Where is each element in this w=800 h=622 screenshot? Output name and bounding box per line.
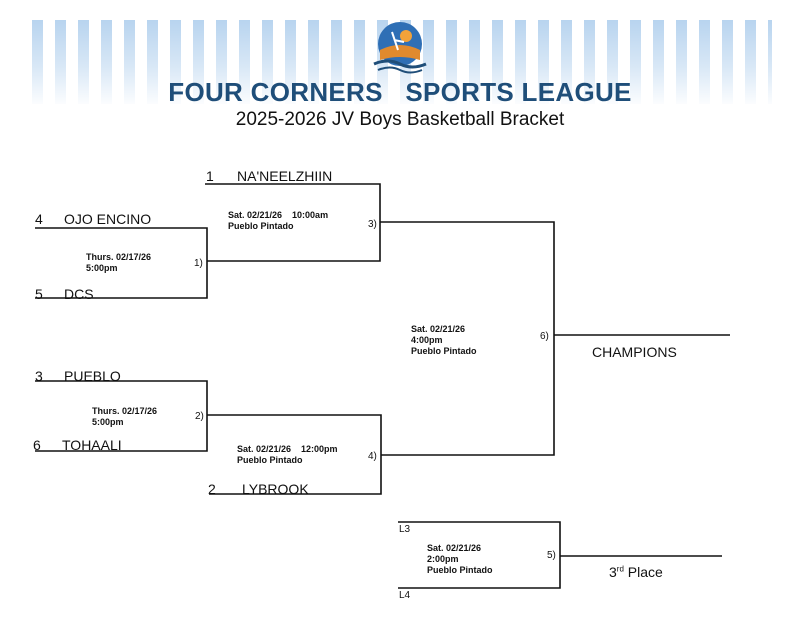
game-4-number: 4) — [368, 451, 377, 462]
bracket-line-game1 — [35, 227, 208, 299]
team-lybrook: LYBROOK — [242, 481, 309, 497]
game-6-number: 6) — [540, 331, 549, 342]
champions-label: CHAMPIONS — [592, 344, 677, 360]
game-4-info: Sat. 02/21/26 12:00pm Pueblo Pintado — [237, 444, 338, 465]
game-6-info: Sat. 02/21/26 4:00pm Pueblo Pintado — [411, 324, 477, 356]
game-1-info: Thurs. 02/17/26 5:00pm — [86, 252, 152, 273]
slot-l3: L3 — [399, 524, 411, 535]
team-pueblo: PUEBLO — [64, 368, 121, 384]
third-place-ordinal: 3 — [609, 564, 617, 580]
third-place-suffix: rd — [616, 564, 624, 574]
team-ojo-encino: OJO ENCINO — [64, 211, 152, 227]
third-place-label: 3rd Place — [609, 564, 663, 580]
seed-3: 3 — [35, 368, 43, 384]
game-1-number: 1) — [194, 258, 203, 269]
game-5-info: Sat. 02/21/26 2:00pm Pueblo Pintado — [427, 543, 493, 575]
team-tohaali: TOHAALI — [62, 437, 122, 453]
game-2-info: Thurs. 02/17/26 5:00pm — [92, 406, 158, 427]
third-place-text: Place — [623, 564, 663, 580]
seed-4: 4 — [35, 211, 43, 227]
game-3-info: Sat. 02/21/26 10:00am Pueblo Pintado — [228, 210, 329, 231]
seed-6: 6 — [33, 437, 41, 453]
league-title: FOUR CORNERS SPORTS LEAGUE — [168, 77, 632, 107]
seed-5: 5 — [35, 286, 43, 302]
game-3-number: 3) — [368, 219, 377, 230]
bracket-line-game2 — [35, 380, 208, 452]
bracket-line-game6 — [380, 221, 555, 456]
bracket-subtitle: 2025-2026 JV Boys Basketball Bracket — [235, 109, 565, 130]
basketball-beach-logo-icon — [373, 22, 427, 74]
slot-l4: L4 — [399, 590, 411, 601]
team-naneelzhiin: NA'NEELZHIIN — [237, 168, 333, 184]
seed-1: 1 — [206, 168, 214, 184]
game-2-number: 2) — [195, 411, 204, 422]
team-dcs: DCS — [64, 286, 94, 302]
game-5-number: 5) — [547, 550, 556, 561]
seed-2: 2 — [208, 481, 216, 497]
bracket-line-game5 — [398, 521, 561, 589]
